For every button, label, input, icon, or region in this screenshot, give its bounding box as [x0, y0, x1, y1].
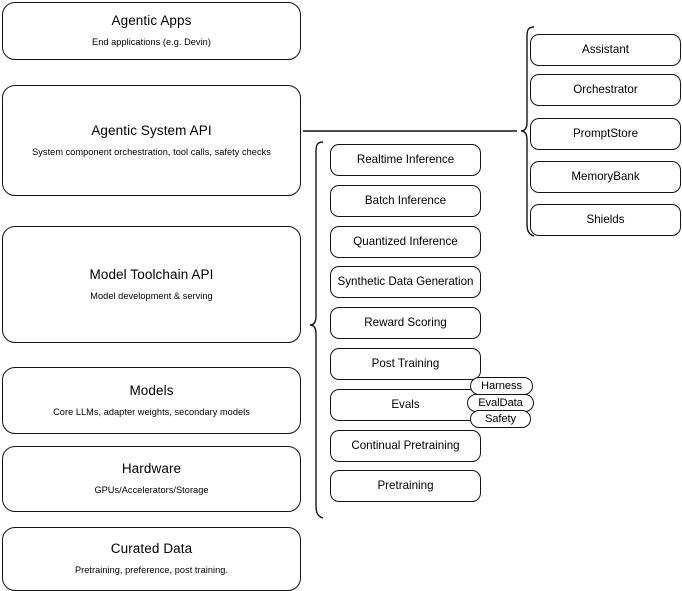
layer-title: Hardware — [121, 461, 182, 477]
layer-subtitle: Pretraining, preference, post training. — [74, 565, 229, 576]
eval-badge-label: EvalData — [478, 397, 523, 409]
agentic-system-item-assistant[interactable]: Assistant — [530, 34, 681, 66]
agentic-system-item-label: Orchestrator — [573, 82, 638, 96]
agentic-system-item-label: MemoryBank — [571, 169, 640, 183]
layer-title: Agentic Apps — [111, 13, 192, 29]
toolchain-item-pretraining[interactable]: Pretraining — [330, 470, 481, 502]
brace-svg — [309, 141, 324, 519]
toolchain-item-continual-pretraining[interactable]: Continual Pretraining — [330, 430, 481, 462]
layer-title: Curated Data — [110, 541, 193, 557]
toolchain-item-label: Synthetic Data Generation — [337, 274, 474, 288]
agentic-system-item-label: Assistant — [581, 42, 630, 56]
layer-agentic-system-api[interactable]: Agentic System API System component orch… — [2, 85, 301, 196]
layer-title: Model Toolchain API — [89, 266, 214, 282]
agentic-system-item-memorybank[interactable]: MemoryBank — [530, 161, 681, 193]
toolchain-item-quantized-inference[interactable]: Quantized Inference — [330, 226, 481, 258]
toolchain-item-label: Post Training — [371, 356, 440, 370]
layer-title: Models — [129, 382, 174, 398]
eval-badge-harness[interactable]: Harness — [470, 377, 533, 395]
brace-path — [520, 26, 535, 237]
toolchain-item-realtime-inference[interactable]: Realtime Inference — [330, 144, 481, 176]
layer-subtitle: Core LLMs, adapter weights, secondary mo… — [53, 406, 250, 417]
layer-subtitle: System component orchestration, tool cal… — [32, 146, 271, 157]
agentic-system-item-label: PromptStore — [572, 126, 639, 140]
toolchain-item-label: Quantized Inference — [353, 234, 458, 248]
eval-badge-label: Safety — [484, 413, 517, 425]
toolchain-item-batch-inference[interactable]: Batch Inference — [330, 185, 481, 217]
toolchain-item-label: Realtime Inference — [356, 152, 455, 166]
layer-subtitle: Model development & serving — [90, 290, 213, 301]
toolchain-item-label: Reward Scoring — [364, 315, 447, 329]
layer-curated-data[interactable]: Curated Data Pretraining, preference, po… — [2, 527, 301, 591]
toolchain-item-label: Continual Pretraining — [351, 438, 460, 452]
layer-agentic-apps[interactable]: Agentic Apps End applications (e.g. Devi… — [2, 2, 301, 60]
toolchain-item-label: Batch Inference — [364, 193, 447, 207]
agentic-system-item-label: Shields — [586, 212, 625, 226]
toolchain-item-label: Pretraining — [377, 478, 434, 492]
layer-subtitle: GPUs/Accelerators/Storage — [94, 485, 209, 496]
toolchain-item-evals[interactable]: Evals — [330, 389, 481, 421]
layer-models[interactable]: Models Core LLMs, adapter weights, secon… — [2, 367, 301, 434]
layer-model-toolchain-api[interactable]: Model Toolchain API Model development & … — [2, 226, 301, 343]
agentic-system-item-promptstore[interactable]: PromptStore — [530, 118, 681, 150]
agentic-system-item-orchestrator[interactable]: Orchestrator — [530, 74, 681, 106]
brace-svg — [520, 26, 535, 237]
toolchain-item-post-training[interactable]: Post Training — [330, 348, 481, 380]
brace-agentic-system-components — [515, 24, 537, 240]
brace-model-toolchain — [303, 138, 325, 522]
layer-subtitle: End applications (e.g. Devin) — [92, 37, 211, 48]
eval-badge-label: Harness — [481, 380, 522, 392]
eval-badge-safety[interactable]: Safety — [470, 410, 531, 428]
agentic-system-item-shields[interactable]: Shields — [530, 204, 681, 236]
toolchain-item-synthetic-data-generation[interactable]: Synthetic Data Generation — [330, 266, 481, 298]
layer-hardware[interactable]: Hardware GPUs/Accelerators/Storage — [2, 446, 301, 512]
toolchain-item-reward-scoring[interactable]: Reward Scoring — [330, 307, 481, 339]
brace-path — [309, 141, 324, 519]
layer-title: Agentic System API — [91, 122, 212, 138]
toolchain-item-label: Evals — [391, 397, 420, 411]
